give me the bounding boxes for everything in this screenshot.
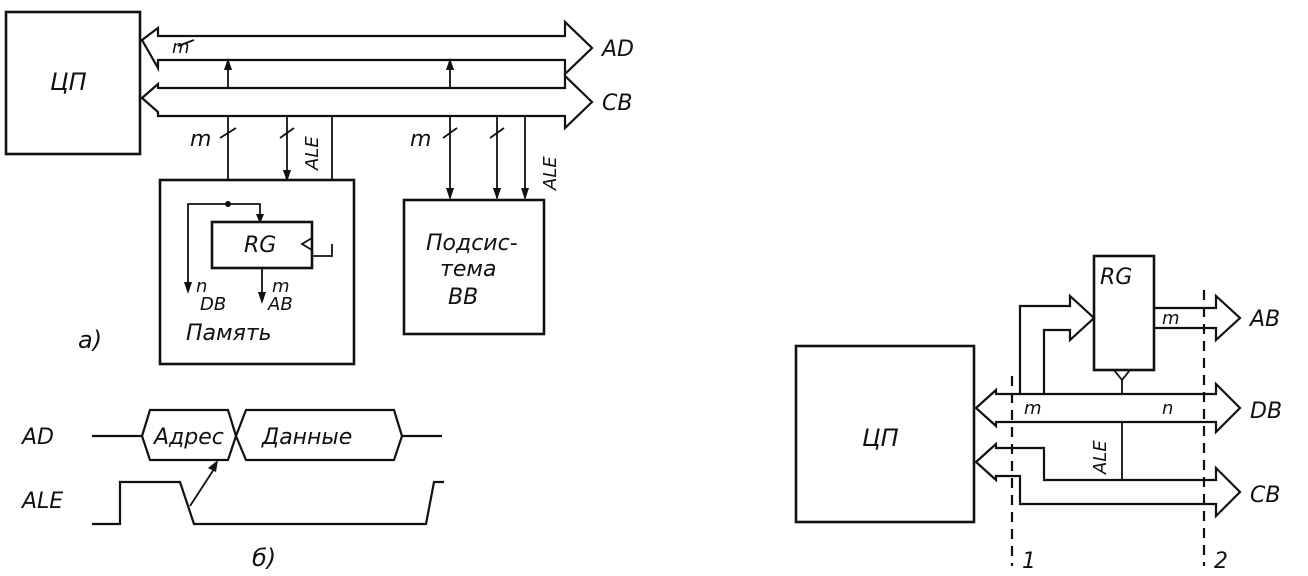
- caption-a: а): [78, 326, 102, 354]
- io-ale-label: ALE: [540, 156, 561, 191]
- io-width-m: m: [410, 127, 431, 152]
- io-label-line1: Подсис-: [426, 231, 518, 256]
- io-label-line3: ВВ: [448, 285, 478, 310]
- marker-1-label: 1: [1022, 549, 1036, 574]
- marker-2-label: 2: [1214, 549, 1228, 574]
- diagram-c: ЦП RG AB m DB m n ALE CB 1 2: [794, 254, 1282, 574]
- db-label-a: DB: [200, 294, 226, 315]
- caption-b: б): [252, 544, 276, 572]
- rg-label-a: RG: [244, 233, 276, 258]
- ab-width-c: m: [1162, 308, 1180, 329]
- db-bus-label-c: DB: [1250, 399, 1282, 424]
- db-bus-c: [974, 381, 1242, 435]
- memory-block: [158, 178, 356, 366]
- io-subsystem-block: [402, 198, 546, 336]
- memory-label: Память: [186, 321, 272, 346]
- ab-width-m: m: [272, 276, 290, 297]
- ab-label-a: AB: [267, 294, 293, 315]
- data-label: Данные: [261, 425, 352, 450]
- cpu-block-c: [794, 344, 976, 524]
- ale-waveform: [92, 480, 444, 526]
- ad-bus-width-a: m: [172, 37, 190, 58]
- cpu-label-c: ЦП: [862, 424, 899, 452]
- cb-bus-a: [140, 73, 594, 131]
- cb-bus-label-c: CB: [1250, 483, 1280, 508]
- ab-bus-label-c: AB: [1248, 307, 1280, 332]
- cpu-label-a: ЦП: [50, 68, 87, 96]
- mem-ale-label: ALE: [302, 136, 323, 171]
- db-width-n: n: [196, 276, 207, 297]
- ab-bus-c: [1154, 293, 1242, 343]
- address-label: Адрес: [152, 425, 224, 450]
- db-width-n-c: n: [1162, 398, 1173, 419]
- ad-bus-slash-a: [177, 39, 195, 47]
- cb-bus-label-a: CB: [602, 91, 632, 116]
- cpu-block-a: [4, 10, 142, 156]
- ale-signal-label: ALE: [20, 489, 63, 514]
- diagram-a: ЦП AD m CB m ALE RG: [4, 10, 634, 366]
- rg-input-c: [1018, 293, 1096, 394]
- rg-register-c: [1092, 254, 1156, 372]
- rg-label-c: RG: [1100, 265, 1132, 290]
- ad-signal-label: AD: [20, 425, 54, 450]
- rg-register-a: [210, 220, 314, 270]
- mem-width-m: m: [190, 127, 211, 152]
- ad-bus-a: [140, 19, 594, 77]
- io-label-line2: тема: [440, 257, 496, 282]
- ale-label-c: ALE: [1090, 440, 1111, 475]
- db-width-m-c: m: [1024, 398, 1042, 419]
- diagram-b: AD Адрес Данные ALE б): [20, 408, 444, 572]
- ad-bus-label-a: AD: [600, 37, 634, 62]
